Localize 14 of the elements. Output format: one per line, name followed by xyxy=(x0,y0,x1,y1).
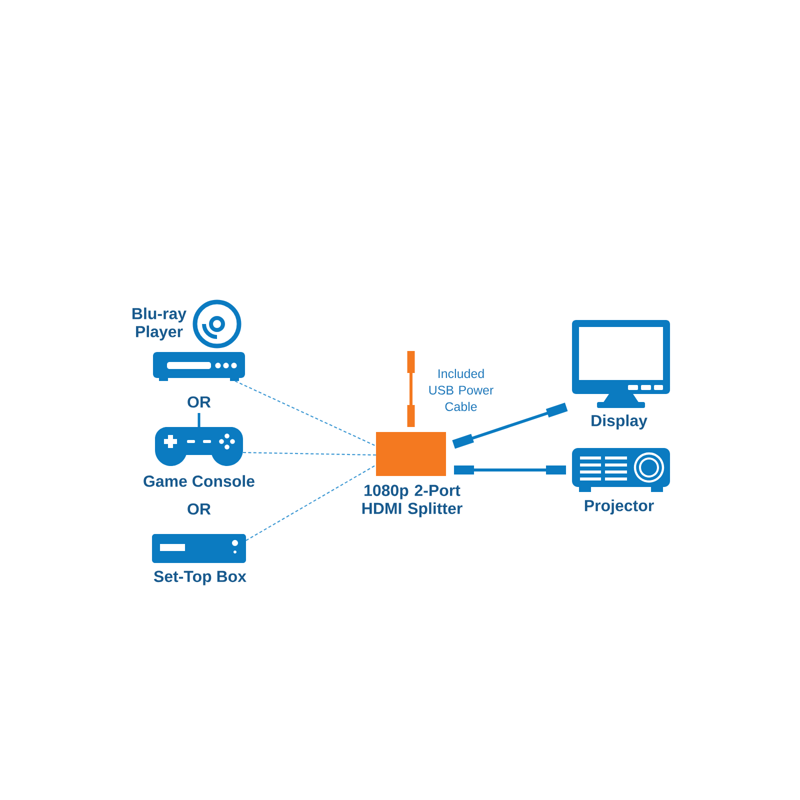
device-label: 1080p 2-Port HDMI Splitter xyxy=(362,484,462,518)
device-label: Display xyxy=(592,414,648,430)
or-label: OR xyxy=(188,396,211,408)
device-label: Projector xyxy=(584,500,654,514)
or-label: OR xyxy=(188,503,211,515)
device-label: Set-Top Box xyxy=(154,570,246,586)
device-label: Game Console xyxy=(144,475,254,487)
dashed-line xyxy=(243,452,376,456)
dashed-line xyxy=(234,380,376,446)
cable xyxy=(454,466,566,474)
dashed-line xyxy=(246,464,376,541)
cable xyxy=(407,351,415,427)
edge-label: Included USB Power Cable xyxy=(426,368,496,412)
device-label: Blu-ray Player xyxy=(132,308,186,340)
